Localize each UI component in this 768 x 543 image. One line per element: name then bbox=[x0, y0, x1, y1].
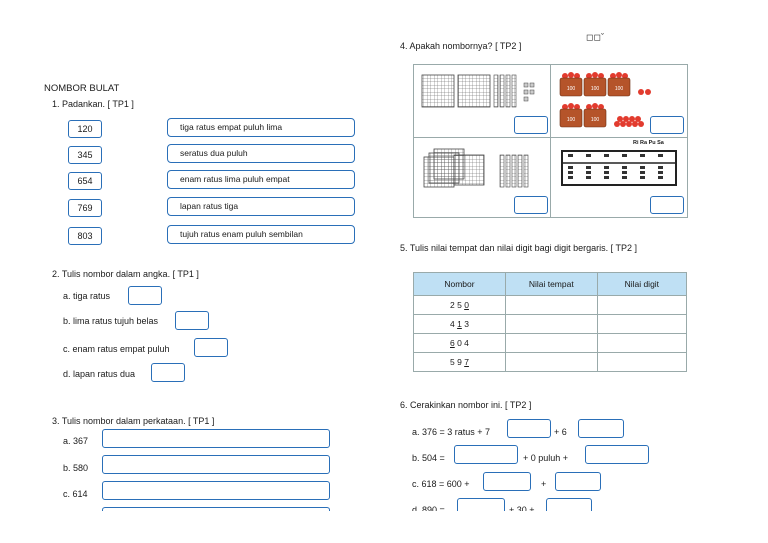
phrase-box[interactable]: enam ratus lima puluh empat bbox=[167, 170, 355, 189]
number-box[interactable]: 345 bbox=[68, 146, 102, 164]
phrase-box[interactable]: tiga ratus empat puluh lima bbox=[167, 118, 355, 137]
q6-heading: 6. Cerakinkan nombor ini. [ TP2 ] bbox=[400, 400, 532, 410]
digit-value-answer[interactable] bbox=[596, 333, 688, 353]
q3-item-c: c. 614 bbox=[63, 489, 88, 499]
basket-label: 100 bbox=[567, 117, 576, 123]
corner-mark: ◻◻ˇ bbox=[586, 32, 604, 42]
column-header: Nilai digit bbox=[596, 272, 688, 296]
q3-heading: 3. Tulis nombor dalam perkataan. [ TP1 ] bbox=[52, 416, 215, 426]
q3-item-a: a. 367 bbox=[63, 436, 89, 446]
q2-item-c: c. enam ratus empat puluh bbox=[63, 344, 170, 354]
answer-box-q3b[interactable] bbox=[102, 455, 330, 474]
number-box[interactable]: 769 bbox=[68, 199, 102, 217]
q4-picture-grid: 100 100 100 100 100 Ri Ra Pu Sa bbox=[413, 64, 688, 218]
answer-box-q6b-1[interactable] bbox=[454, 445, 518, 464]
q2-item-a: a. tiga ratus bbox=[63, 291, 111, 301]
answer-box-q4b[interactable] bbox=[650, 116, 684, 134]
phrase-box[interactable]: lapan ratus tiga bbox=[167, 197, 355, 216]
digit-value-answer[interactable] bbox=[596, 295, 688, 315]
q6d-text: d. 890 = bbox=[412, 505, 445, 515]
q6c-mid: + bbox=[541, 479, 547, 489]
basket-label: 100 bbox=[591, 86, 600, 92]
number-cell: 2 5 0 bbox=[413, 295, 506, 315]
table-row: 2 5 0 bbox=[413, 295, 688, 315]
answer-box-q6a-2[interactable] bbox=[578, 419, 624, 438]
q6a-mid: + 6 bbox=[554, 427, 567, 437]
answer-box-q2c[interactable] bbox=[194, 338, 228, 357]
page-title: NOMBOR BULAT bbox=[44, 83, 120, 94]
basket-label: 100 bbox=[615, 86, 624, 92]
number-box[interactable]: 120 bbox=[68, 120, 102, 138]
answer-box-q2d[interactable] bbox=[151, 363, 185, 382]
number-cell: 6 0 4 bbox=[413, 333, 506, 353]
answer-box-q6a-1[interactable] bbox=[507, 419, 551, 438]
answer-box-q3a[interactable] bbox=[102, 429, 330, 448]
abacus-labels: Ri Ra Pu Sa bbox=[633, 140, 664, 146]
base-ten-blocks-a bbox=[421, 74, 535, 108]
table-row: 6 0 4 bbox=[413, 333, 688, 353]
table-row: 4 1 3 bbox=[413, 314, 688, 334]
phrase-box[interactable]: seratus dua puluh bbox=[167, 144, 355, 163]
q3-item-b: b. 580 bbox=[63, 463, 89, 473]
q4-heading: 4. Apakah nombornya? [ TP2 ] bbox=[400, 41, 522, 51]
q6b-mid: + 0 puluh + bbox=[523, 453, 569, 463]
number-cell: 4 1 3 bbox=[413, 314, 506, 334]
number-cell: 5 9 7 bbox=[413, 352, 506, 372]
answer-box-q4a[interactable] bbox=[514, 116, 548, 134]
answer-box-q4c[interactable] bbox=[514, 196, 548, 214]
digit-value-answer[interactable] bbox=[596, 314, 688, 334]
answer-box-q6c-1[interactable] bbox=[483, 472, 531, 491]
number-box[interactable]: 803 bbox=[68, 227, 102, 245]
answer-box-q2b[interactable] bbox=[175, 311, 209, 330]
place-value-answer[interactable] bbox=[504, 333, 598, 353]
basket-label: 100 bbox=[567, 86, 576, 92]
answer-box-q6b-2[interactable] bbox=[585, 445, 649, 464]
table-row: 5 9 7 bbox=[413, 352, 688, 372]
place-value-table: Nombor Nilai tempat Nilai digit 2 5 0 4 … bbox=[413, 272, 688, 372]
q2-item-d: d. lapan ratus dua bbox=[63, 369, 136, 379]
answer-box-q2a[interactable] bbox=[128, 286, 162, 305]
answer-box-q3c[interactable] bbox=[102, 481, 330, 500]
place-value-answer[interactable] bbox=[504, 352, 598, 372]
answer-box-q6c-2[interactable] bbox=[555, 472, 601, 491]
q1-heading: 1. Padankan. [ TP1 ] bbox=[52, 99, 134, 109]
q5-heading: 5. Tulis nilai tempat dan nilai digit ba… bbox=[400, 243, 637, 253]
phrase-box[interactable]: tujuh ratus enam puluh sembilan bbox=[167, 225, 355, 244]
answer-box-q4d[interactable] bbox=[650, 196, 684, 214]
q2-heading: 2. Tulis nombor dalam angka. [ TP1 ] bbox=[52, 269, 199, 279]
basket-label: 100 bbox=[591, 117, 600, 123]
column-header: Nilai tempat bbox=[504, 272, 598, 296]
strawberry-baskets: 100 100 100 100 100 bbox=[559, 72, 651, 128]
page-bottom-margin bbox=[0, 511, 768, 543]
q6b-text: b. 504 = bbox=[412, 453, 445, 463]
place-value-answer[interactable] bbox=[504, 295, 598, 315]
number-box[interactable]: 654 bbox=[68, 172, 102, 190]
digit-value-answer[interactable] bbox=[596, 352, 688, 372]
q6c-text: c. 618 = 600 + bbox=[412, 479, 470, 489]
column-header: Nombor bbox=[413, 272, 506, 296]
q6a-text: a. 376 = 3 ratus + 7 bbox=[412, 427, 491, 437]
q6d-mid: + 30 + bbox=[509, 505, 535, 515]
q2-item-b: b. lima ratus tujuh belas bbox=[63, 316, 159, 326]
abacus bbox=[561, 150, 677, 186]
base-ten-blocks-c bbox=[423, 148, 529, 188]
place-value-answer[interactable] bbox=[504, 314, 598, 334]
